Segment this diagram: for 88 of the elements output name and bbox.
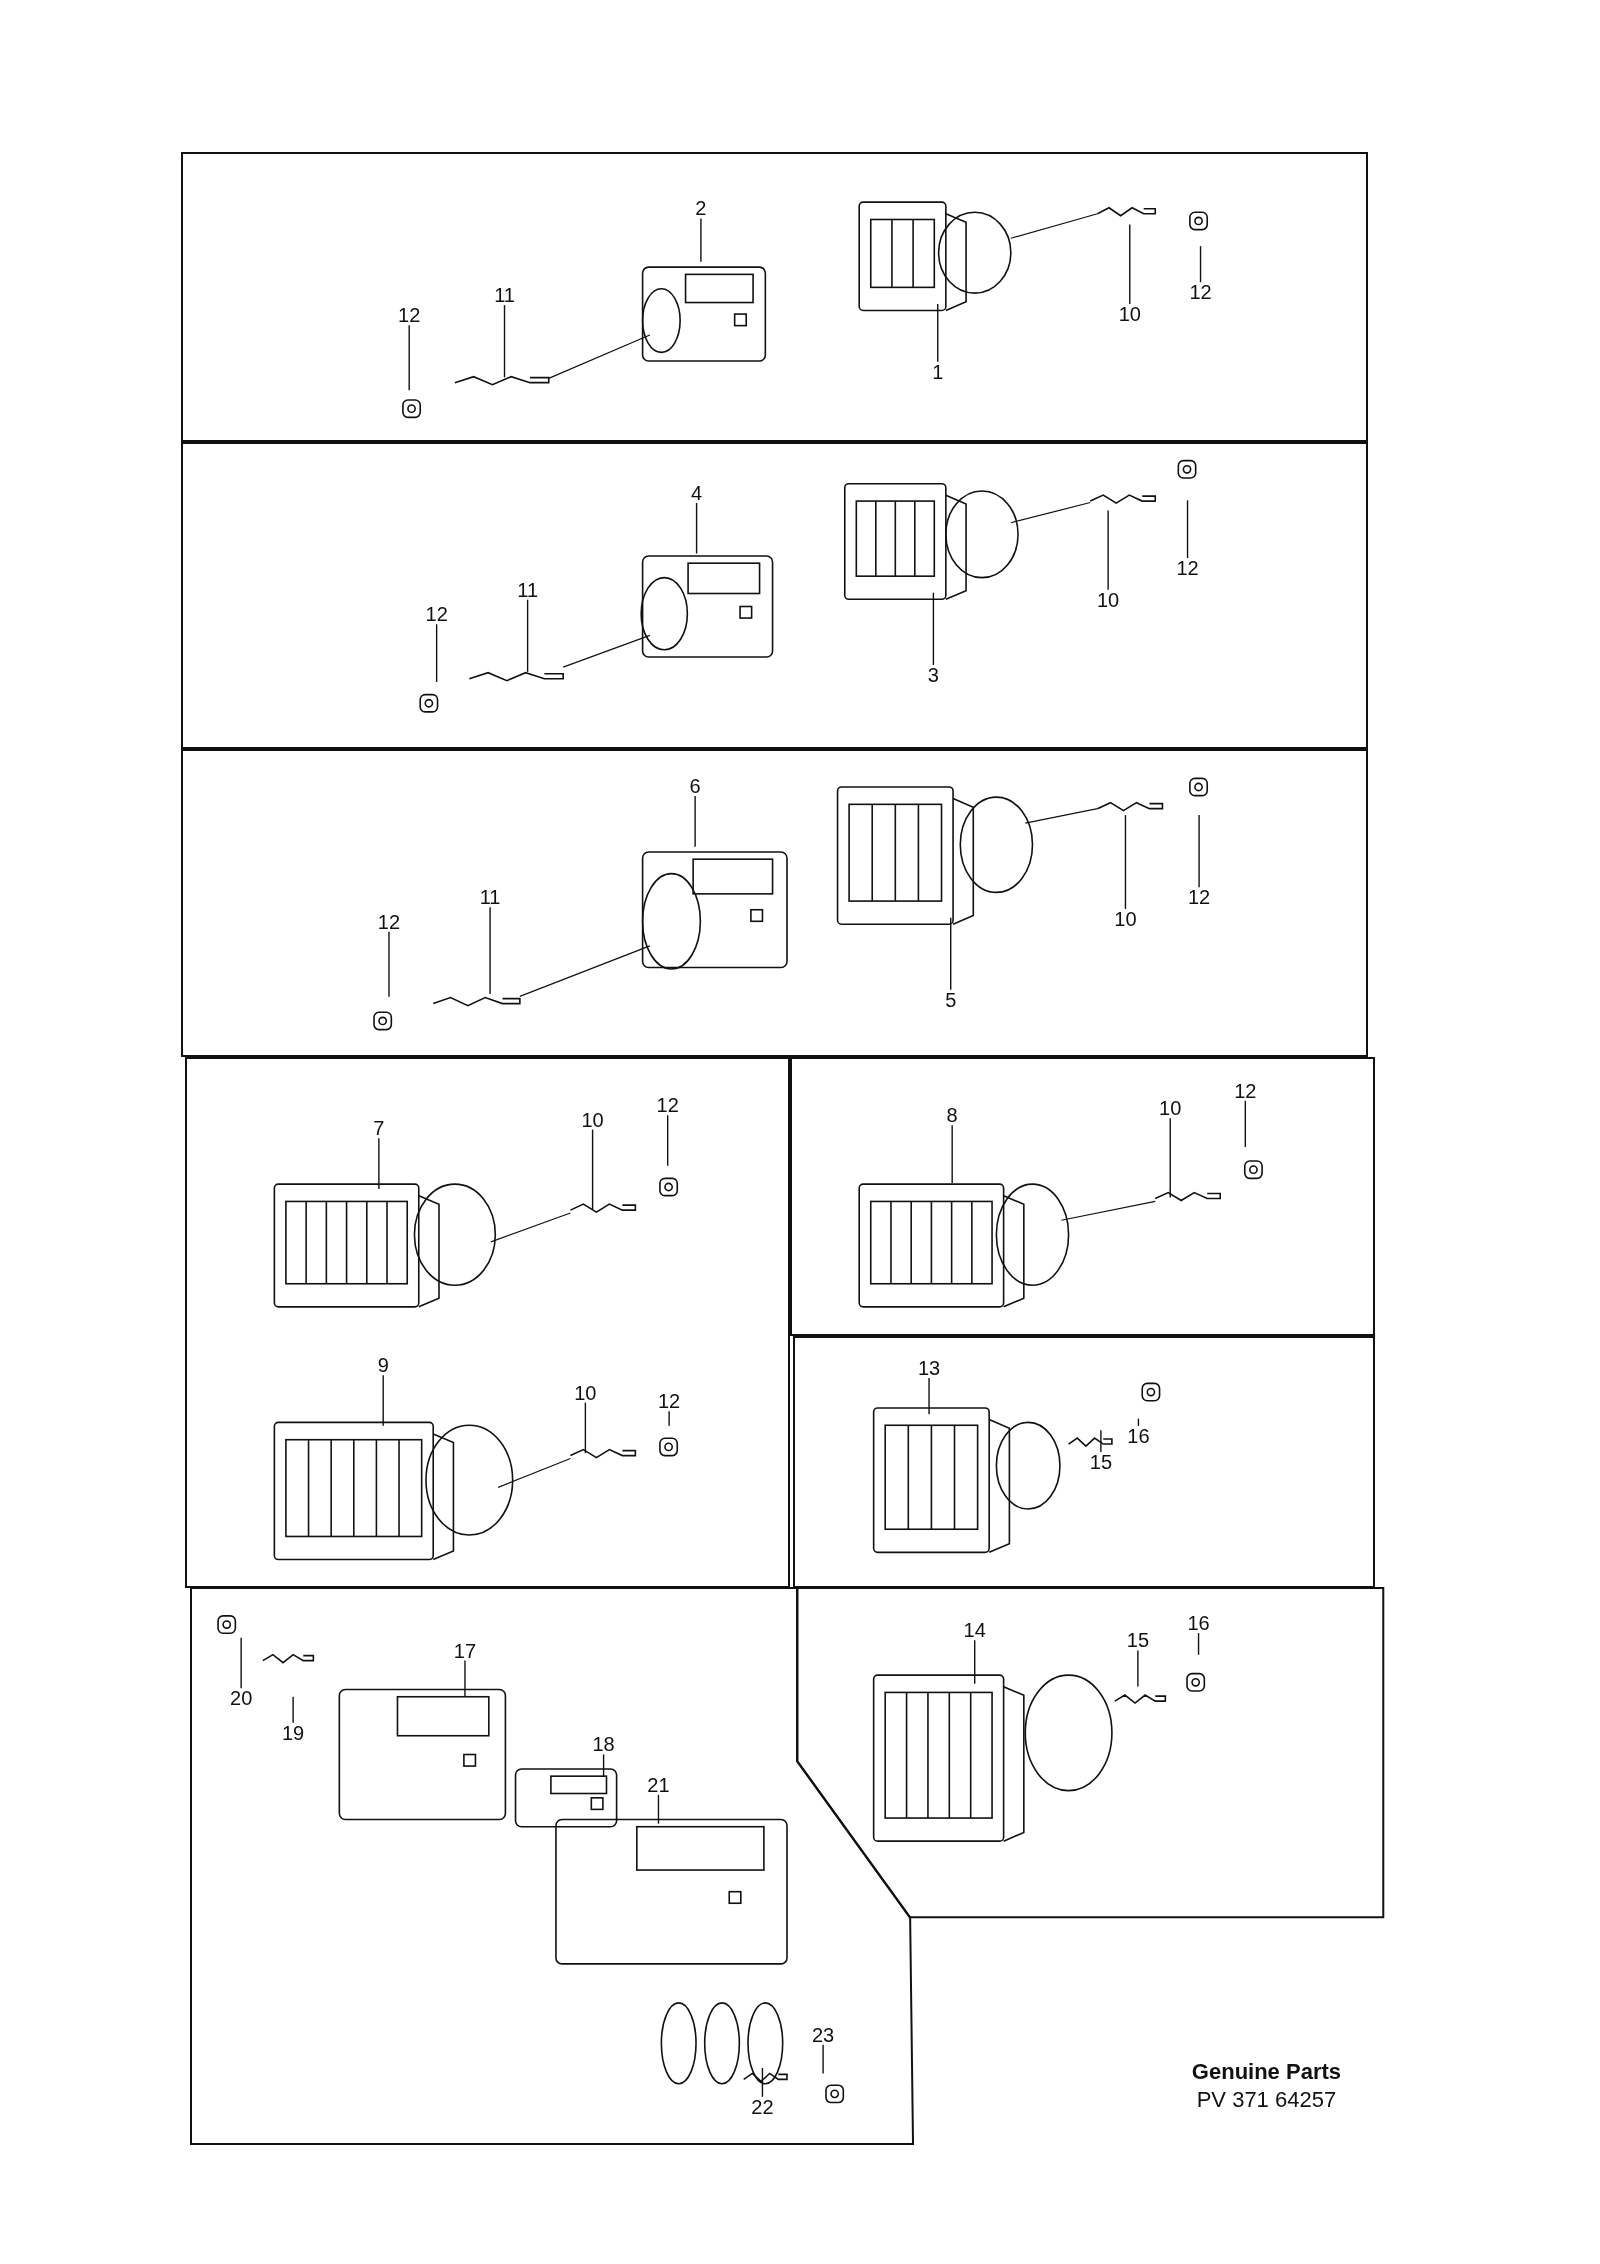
callout-number: 20 [230, 1688, 253, 1709]
callout-number: 11 [494, 285, 515, 306]
callout-number: 10 [574, 1382, 597, 1403]
leader-line [1124, 814, 1127, 910]
callout-number: 12 [1176, 558, 1199, 579]
callout-number: 6 [689, 776, 701, 797]
callout-number: 10 [1114, 908, 1137, 929]
leader-line [1197, 1632, 1200, 1656]
callout-number: 12 [658, 1391, 681, 1412]
leader-line [591, 1128, 594, 1210]
leader-line [602, 1753, 605, 1777]
callout-number: 13 [917, 1358, 941, 1379]
leader-line [1129, 223, 1131, 305]
callout-number: 10 [1118, 303, 1141, 324]
leader-line [584, 1401, 587, 1454]
callout-number: 14 [963, 1620, 986, 1641]
callout-number: 11 [479, 887, 501, 908]
panel-frame [184, 1057, 790, 1589]
leader-line [695, 502, 698, 555]
leader-line [526, 599, 529, 673]
callout-number: 18 [592, 1734, 615, 1755]
leader-line [700, 217, 702, 263]
callout-number: 16 [1187, 1613, 1210, 1634]
callout-number: 12 [377, 911, 401, 932]
part-number: PV 371 64257 [1196, 2086, 1337, 2113]
callout-number: 21 [647, 1774, 670, 1795]
callout-number: 15 [1126, 1630, 1149, 1651]
leader-line [657, 1794, 660, 1825]
callout-number: 2 [695, 198, 707, 219]
footer-text: Genuine Parts [1191, 2059, 1341, 2086]
leader-line [950, 916, 952, 991]
leader-line [1198, 814, 1200, 888]
leader-line [1244, 1100, 1246, 1148]
leader-line [1169, 1117, 1171, 1199]
leader-line [464, 1659, 466, 1698]
callout-number: 11 [517, 579, 538, 600]
panel-frame [180, 441, 1368, 750]
callout-number: 19 [282, 1722, 305, 1743]
leader-line [937, 303, 939, 363]
leader-line [1107, 509, 1109, 591]
callout-number: 3 [927, 664, 939, 685]
panel-frame [180, 151, 1368, 442]
callout-number: 7 [373, 1118, 385, 1139]
leader-line [292, 1696, 294, 1724]
callout-number: 4 [691, 482, 703, 503]
leader-line [1186, 499, 1189, 559]
leader-line [1100, 1429, 1102, 1453]
callout-number: 1 [932, 361, 944, 382]
callout-number: 10 [581, 1109, 604, 1130]
panel-frame [789, 1057, 1375, 1336]
callout-number: 16 [1127, 1425, 1150, 1446]
leader-line [667, 1114, 669, 1167]
callout-number: 12 [425, 604, 448, 625]
leader-line [928, 1377, 930, 1415]
callout-number: 12 [656, 1095, 679, 1116]
panel-frame [792, 1335, 1375, 1589]
callout-number: 12 [1189, 282, 1212, 303]
callout-number: 9 [377, 1355, 389, 1376]
leader-line [761, 2067, 764, 2098]
callout-number: 12 [1187, 887, 1211, 908]
panel-frame [180, 749, 1368, 1058]
leader-line [694, 795, 696, 848]
leader-line [1199, 245, 1202, 283]
callout-number: 12 [1234, 1080, 1257, 1101]
callout-number: 17 [453, 1640, 477, 1661]
leader-line [503, 304, 506, 379]
leader-line [240, 1636, 242, 1689]
leader-line [951, 1124, 953, 1184]
leader-line [489, 906, 491, 995]
callout-number: 15 [1089, 1451, 1112, 1472]
callout-number: 12 [398, 305, 421, 326]
leader-line [822, 2043, 824, 2075]
leader-line [435, 623, 438, 683]
callout-number: 23 [811, 2024, 835, 2045]
callout-number: 10 [1097, 589, 1120, 610]
callout-number: 8 [946, 1105, 958, 1126]
leader-line [382, 1374, 384, 1427]
leader-line [932, 592, 935, 666]
leader-line [974, 1639, 976, 1685]
leader-line [1137, 1649, 1139, 1688]
leader-line [388, 931, 390, 998]
leader-line [408, 324, 410, 391]
callout-number: 5 [945, 989, 957, 1010]
callout-number: 10 [1159, 1098, 1182, 1119]
callout-number: 22 [751, 2096, 774, 2117]
leader-line [668, 1410, 670, 1427]
leader-line [1137, 1418, 1140, 1427]
leader-line [378, 1137, 380, 1190]
